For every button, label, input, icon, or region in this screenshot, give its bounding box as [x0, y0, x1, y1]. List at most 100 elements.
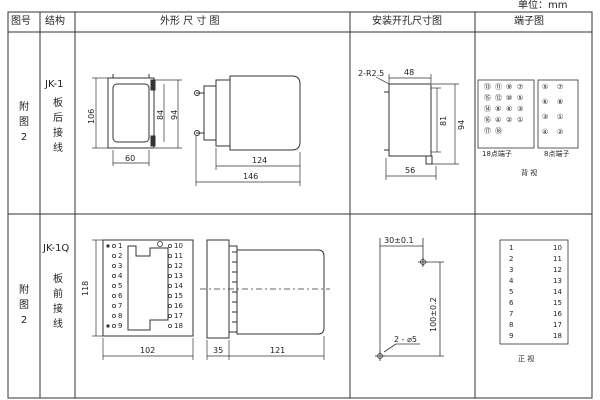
terminal-num: ⑦: [557, 83, 564, 91]
dim-94: 94: [170, 109, 179, 120]
cutout-48: 48: [404, 68, 415, 77]
header-terminal: 端子图: [514, 16, 544, 27]
terminal-num: ⑬: [484, 83, 491, 91]
cutout-94: 94: [457, 119, 466, 130]
terminal-num: ③: [517, 105, 524, 113]
dim-35: 35: [213, 346, 224, 355]
term-label: 7: [118, 302, 123, 310]
list-right: 17: [553, 321, 562, 329]
term-label: 8: [118, 312, 123, 320]
list-left: 5: [509, 288, 514, 296]
terminal-num: ②: [557, 128, 564, 136]
jk1-side-view: [194, 75, 301, 151]
dim-106: 106: [87, 108, 96, 124]
terminal-num: ⑰: [484, 127, 491, 135]
term-label: 18: [174, 322, 183, 330]
cutout-81: 81: [439, 115, 448, 126]
terminal-num: ⑥: [506, 105, 513, 113]
jk1-terminal-boxes: [477, 79, 579, 149]
list-right: 18: [553, 332, 562, 340]
header-struct: 结构: [45, 16, 65, 27]
list-left: 1: [509, 244, 514, 252]
list-right: 14: [553, 288, 562, 296]
list-left: 2: [509, 255, 514, 263]
term-label: 14: [174, 282, 183, 290]
row1-struct-label: 板后接线: [53, 98, 63, 154]
dim-102: 102: [140, 346, 156, 355]
jk1q-side-dims: [200, 288, 330, 360]
term-label: 13: [174, 272, 183, 280]
unit-label: 单位：mm: [518, 0, 568, 11]
cutout-100: 100±0.2: [429, 297, 438, 332]
term-label: 16: [174, 302, 183, 310]
header-outline: 外形 尺 寸 图: [160, 16, 220, 27]
cutout-radius: 2-R2.5: [358, 69, 385, 78]
list-left: 7: [509, 310, 514, 318]
jk1-front-dims: [92, 77, 182, 166]
terminal-num: ③: [542, 113, 549, 121]
dim-84: 84: [156, 109, 165, 120]
term-label: 6: [118, 292, 123, 300]
list-right: 15: [553, 299, 562, 307]
terminal-num: ⑱: [495, 127, 502, 135]
terminal-num: ①: [517, 116, 524, 124]
list-left: 9: [509, 332, 514, 340]
term-label: 17: [174, 312, 183, 320]
terminal-num: ⑥: [542, 98, 549, 106]
row2-struct-label: 板前接线: [53, 274, 63, 330]
header-fig: 图号: [11, 16, 31, 27]
list-left: 6: [509, 299, 514, 307]
term-label: 12: [174, 262, 183, 270]
terminal-num: ⑦: [517, 83, 524, 91]
terminal-num: ④: [542, 128, 549, 136]
terminal-num: ④: [495, 116, 502, 124]
list-left: 3: [509, 266, 514, 274]
terminal-num: ⑨: [506, 83, 513, 91]
header-cutout: 安装开孔尺寸图: [372, 16, 442, 27]
term-label: 3: [118, 262, 123, 270]
terminal-num: ⑩: [506, 94, 513, 102]
row1-model: JK-1: [45, 79, 64, 90]
terminal-num: ②: [506, 116, 513, 124]
terminal-num: ⑪: [495, 83, 502, 91]
dim-124: 124: [252, 156, 268, 165]
terminal-18pt-caption: 18点端子: [482, 150, 512, 158]
jk1q-cutout: [375, 238, 444, 361]
jk1-cutout-shape: [384, 83, 433, 165]
term-label: 2: [118, 252, 123, 260]
dim-146: 146: [243, 172, 259, 181]
list-right: 16: [553, 310, 562, 318]
jk1q-front-dims: [92, 239, 194, 360]
term-label: 1: [118, 242, 123, 250]
terminal-num: ⑧: [557, 98, 564, 106]
front-view-label: 正 视: [518, 355, 535, 363]
terminal-num: ⑫: [495, 94, 502, 102]
term-label: 4: [118, 272, 123, 280]
terminal-num: ⑤: [542, 83, 549, 91]
cutout-56: 56: [405, 166, 416, 175]
list-right: 10: [553, 244, 562, 252]
rear-view-label: 背 视: [521, 169, 538, 177]
terminal-num: ⑯: [484, 116, 491, 124]
dim-60: 60: [125, 154, 136, 163]
row2-model: JK-1Q: [43, 243, 70, 254]
list-right: 11: [553, 255, 562, 263]
cutout-hole: 2 - ⌀5: [394, 335, 417, 344]
table-frame: [7, 11, 593, 399]
jk1-side-dims: [195, 136, 301, 186]
jk1-front-view: [107, 74, 156, 149]
term-label: 10: [174, 242, 183, 250]
terminal-8pt-caption: 8点端子: [544, 150, 570, 158]
list-right: 13: [553, 277, 562, 285]
term-label: 11: [174, 252, 183, 260]
list-left: 4: [509, 277, 514, 285]
list-right: 12: [553, 266, 562, 274]
jk1-cutout-dims: [375, 74, 459, 180]
list-left: 8: [509, 321, 514, 329]
jk1q-terminal-box: [499, 239, 569, 345]
dim-121: 121: [270, 346, 286, 355]
term-label: 5: [118, 282, 123, 290]
terminal-num: ⑧: [495, 105, 502, 113]
